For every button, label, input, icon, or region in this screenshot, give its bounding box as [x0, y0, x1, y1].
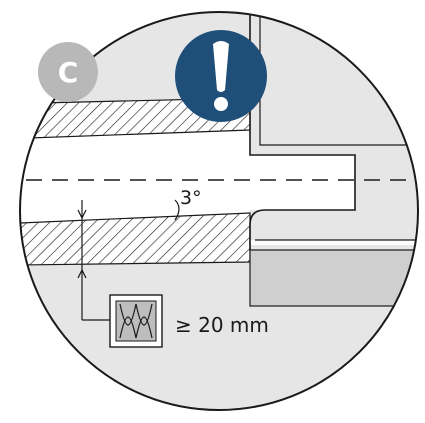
exclamation-icon	[213, 41, 229, 111]
angle-label: 3°	[180, 187, 202, 209]
flue-pipe-outline	[249, 12, 356, 250]
wall-top-edge	[259, 12, 418, 146]
wall-bottom-block	[249, 249, 418, 307]
wall-top-block	[250, 12, 418, 155]
angle-arc	[174, 199, 180, 221]
step-letter: C	[58, 56, 79, 89]
step-badge: C	[38, 42, 98, 102]
dimension-arrow-bottom	[77, 268, 87, 279]
warning-badge	[175, 30, 267, 122]
insulation-icon	[109, 294, 163, 348]
dimension-arrow-top	[77, 209, 87, 220]
insulation-thickness-label: ≥ 20 mm	[175, 313, 269, 337]
detail-circle	[19, 11, 419, 411]
